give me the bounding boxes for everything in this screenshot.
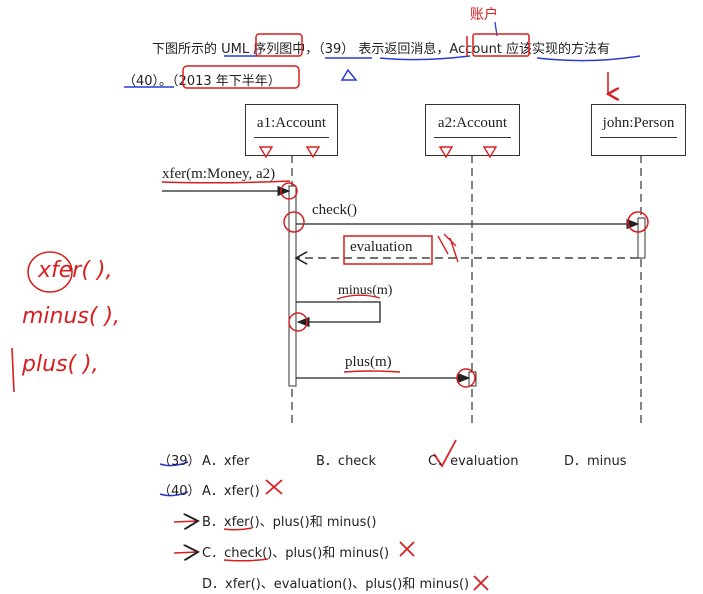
object-john-person: john:Person xyxy=(591,104,686,156)
red-cross-40c xyxy=(399,541,415,557)
object-john-underline xyxy=(600,137,677,138)
red-triangle-a1-2 xyxy=(305,146,321,159)
q39-option-d: D．minus xyxy=(564,454,627,469)
object-a2-label: a2:Account xyxy=(437,115,508,131)
q40-number: （40） xyxy=(158,484,201,499)
red-circle-check-target xyxy=(627,211,649,233)
red-underline-40c xyxy=(223,558,269,562)
red-circle-minus-target xyxy=(288,312,308,332)
message-xfer-label: xfer(m:Money, a2) xyxy=(162,166,276,182)
message-plus-label: plus(m) xyxy=(345,354,392,370)
message-check-label: check() xyxy=(312,202,357,218)
object-a2-underline xyxy=(434,137,511,138)
message-minus-self xyxy=(296,301,381,328)
object-a1-underline xyxy=(254,137,329,138)
red-triangle-a2-1 xyxy=(438,146,454,159)
q39-option-c: C．evaluation xyxy=(428,454,519,469)
object-a1-label: a1:Account xyxy=(256,115,327,131)
annotation-margin-2: minus( ), xyxy=(22,304,121,329)
q39-number: （39） xyxy=(158,454,201,469)
red-scribble-evaluation xyxy=(437,233,459,263)
underline-methods xyxy=(536,55,641,62)
red-underline-40b xyxy=(223,527,253,531)
q40-option-b: B．xfer()、plus()和 minus() xyxy=(202,515,377,530)
red-box-2013 xyxy=(182,65,300,89)
q40-option-a: A．xfer() xyxy=(202,484,260,499)
red-box-evaluation xyxy=(343,235,433,265)
red-margin-tick xyxy=(11,347,15,393)
question-line-2: （40）。（2013 年下半年） xyxy=(123,74,281,89)
annotation-margin-3: plus( ), xyxy=(22,352,99,377)
red-box-account xyxy=(472,33,530,57)
red-underline-minus xyxy=(336,294,381,300)
annotation-margin-1: xfer( ), xyxy=(38,258,113,283)
red-circle-plus-target xyxy=(456,368,476,388)
red-circle-margin-xfer xyxy=(27,251,73,293)
q40-option-d: D．xfer()、evaluation()、plus()和 minus() xyxy=(202,577,470,592)
red-circle-check-source xyxy=(283,211,305,233)
red-arrow-40b xyxy=(173,521,198,522)
message-minus-label: minus(m) xyxy=(338,283,393,298)
red-underline-xfer xyxy=(161,180,291,184)
red-arrow-40c xyxy=(173,552,198,553)
red-triangle-a1-1 xyxy=(258,146,274,159)
q39-option-a: A．xfer xyxy=(202,454,250,469)
blue-underline-40-label xyxy=(159,491,189,497)
activation-a1 xyxy=(288,185,297,387)
red-box-sequence xyxy=(255,33,303,57)
object-john-label: john:Person xyxy=(602,115,675,131)
blue-underline-39-label xyxy=(159,461,189,467)
underline-return xyxy=(379,55,471,61)
red-circle-xfer-target xyxy=(280,182,298,200)
activation-john xyxy=(637,217,646,259)
red-cross-40d xyxy=(473,575,489,591)
q40-option-c: C．check()、plus()和 minus() xyxy=(202,546,390,561)
annotation-top-note: 账户 xyxy=(470,7,498,23)
red-underline-plus xyxy=(343,370,401,373)
blue-triangle-39 xyxy=(340,68,358,81)
message-evaluation-label: evaluation xyxy=(350,239,413,255)
question-line-1: 下图所示的 UML 序列图中，（39） 表示返回消息，Account 应该实现的… xyxy=(152,42,611,57)
red-cross-40a xyxy=(265,479,283,495)
red-triangle-a2-2 xyxy=(482,146,498,159)
q39-option-b: B．check xyxy=(316,454,376,469)
red-check-mark-39c xyxy=(433,439,457,468)
